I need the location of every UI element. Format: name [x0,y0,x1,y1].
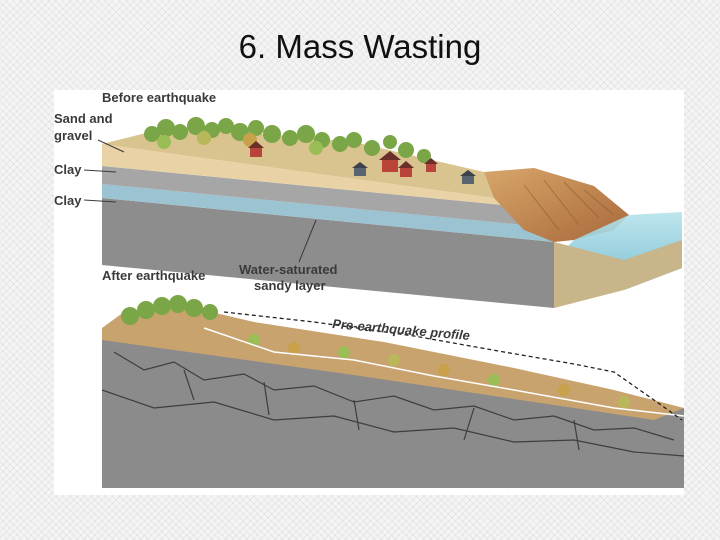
after-front-face [102,328,684,488]
leader-sand [97,139,125,153]
after-title: After earthquake [102,268,205,283]
label-gravel: gravel [54,128,92,143]
after-trees [121,295,218,325]
leader-clay-lower [83,199,117,203]
after-cracks [101,351,684,457]
slide-title: 6. Mass Wasting [238,28,482,65]
landslide-diagram: Before earthquake Sand and gravel Clay C… [54,90,684,495]
label-clay-lower: Clay [54,193,82,208]
leader-water-layer [298,219,317,263]
label-water-saturated: Water-saturated [239,262,338,277]
label-clay-upper: Clay [54,162,82,177]
before-title: Before earthquake [102,90,216,105]
before-clay-upper [102,166,554,228]
before-sand-layer [102,144,554,210]
before-houses [248,141,476,184]
after-rubble [248,334,630,408]
label-sandy-layer: sandy layer [254,278,326,293]
before-cliff [484,168,629,242]
label-sand-and: Sand and [54,111,113,126]
cliff-texture [523,179,615,231]
after-surface-line [203,327,684,417]
before-water-layer [102,184,554,242]
before-trees [144,117,431,163]
diagram-canvas: Before earthquake Sand and gravel Clay C… [54,90,684,488]
leader-clay-upper [83,169,117,173]
pre-earthquake-profile-line [223,311,683,421]
after-block [101,295,684,488]
before-clay-lower [102,198,554,308]
before-block [102,117,682,308]
sea-floor [554,240,682,308]
